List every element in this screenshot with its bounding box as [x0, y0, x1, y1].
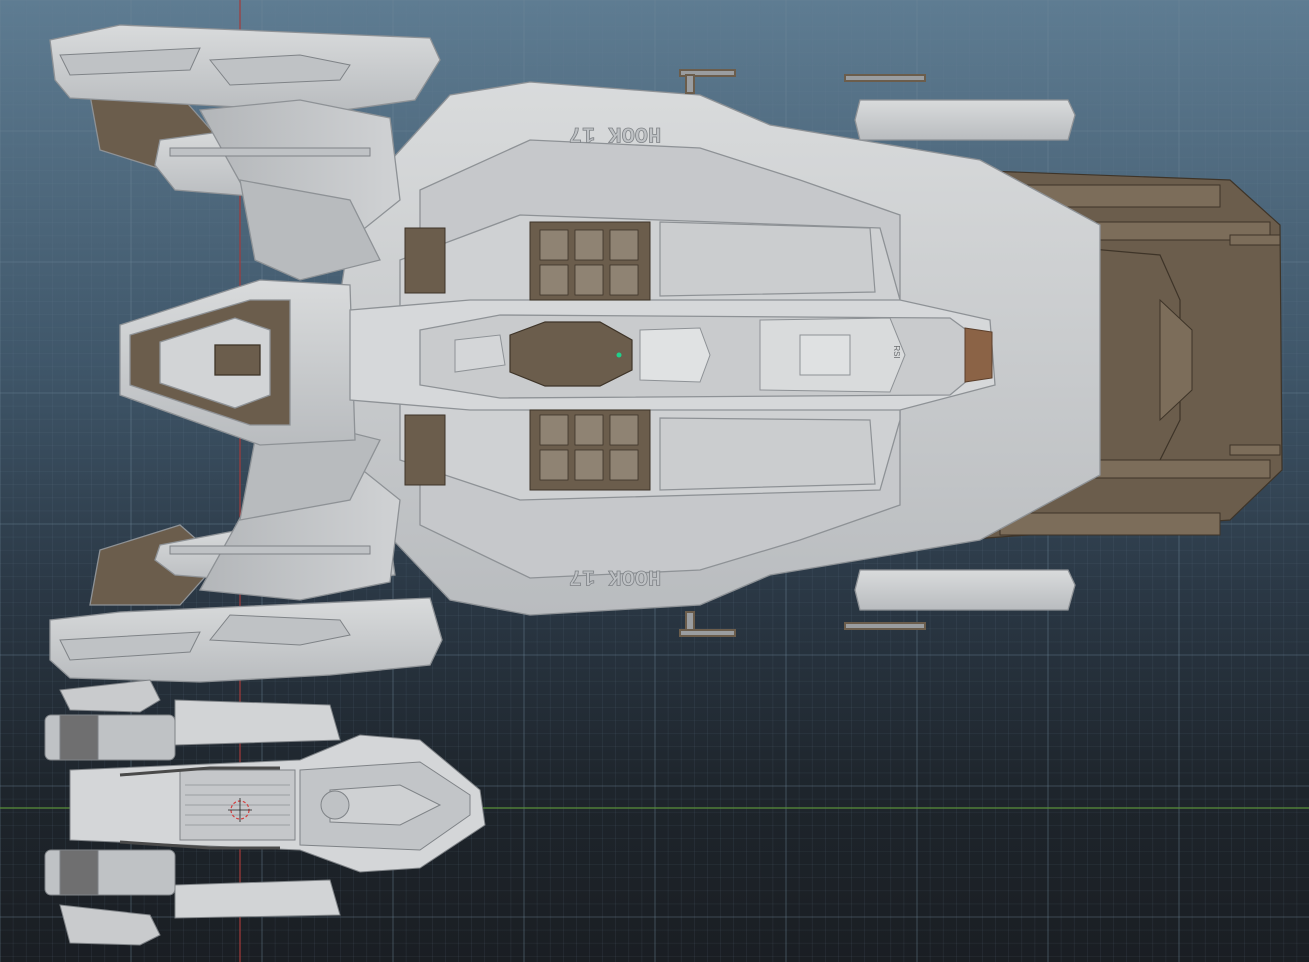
status-indicator: [616, 352, 622, 358]
wing-details: [59, 47, 371, 661]
large-ship-model[interactable]: HOOK 17 HOOK 17 RSI: [49, 24, 1283, 683]
panel-label: RSI: [892, 345, 901, 358]
nose-section: [119, 279, 356, 446]
side-plates: [659, 221, 876, 491]
antennas: [679, 69, 926, 637]
cargo-bay-panels: [539, 229, 639, 481]
small-ship-model[interactable]: [44, 679, 486, 946]
wing-bottom: [49, 419, 443, 683]
hull-decal-bottom: HOOK 17: [569, 564, 661, 589]
cockpit: [454, 317, 993, 393]
outrigger-pods: [854, 99, 1076, 611]
hull-decal-top: HOOK 17: [569, 121, 661, 146]
crosshair-icon[interactable]: [228, 798, 252, 822]
